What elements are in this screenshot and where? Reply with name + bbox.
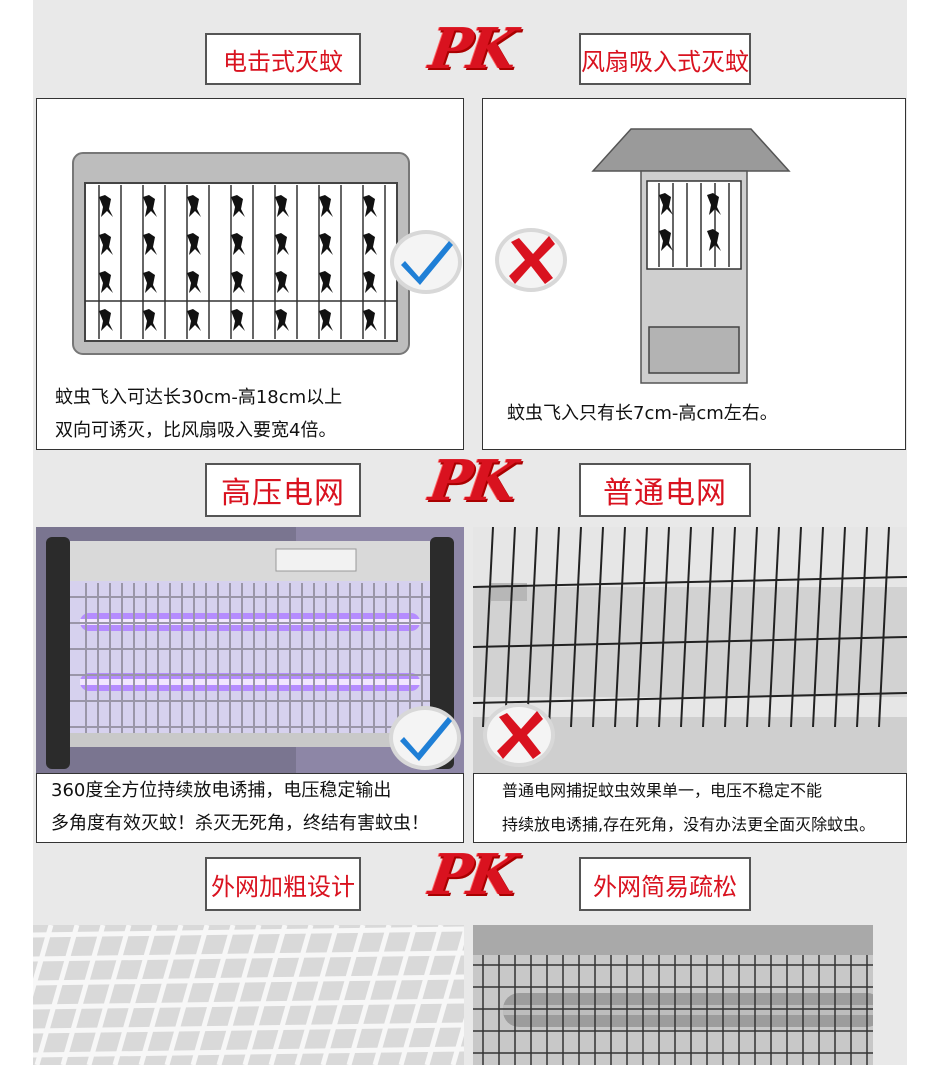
mosquito-icon xyxy=(363,195,377,217)
label-thick-outer-mesh: 外网加粗设计 xyxy=(205,857,361,911)
photo-loose-mesh xyxy=(473,925,907,1065)
caption-og-line2: 持续放电诱捕,存在死角，没有办法更全面灭除蚊虫。 xyxy=(502,815,876,834)
label-electric-type: 电击式灭蚊 xyxy=(205,33,361,85)
mosquito-icon xyxy=(187,233,201,255)
mosquito-icon xyxy=(143,233,157,255)
fan-trap-illustration xyxy=(591,128,791,384)
mosquito-icon xyxy=(231,233,245,255)
pk-badge: PK xyxy=(425,448,518,514)
mosquito-icon xyxy=(143,271,157,293)
mosquito-icon xyxy=(659,229,673,251)
label-fan-type: 风扇吸入式灭蚊 xyxy=(579,33,751,85)
electric-grid-illustration xyxy=(72,152,410,355)
comparison-page: 电击式灭蚊 PK 风扇吸入式灭蚊 蚊虫飞入可达长30cm-高18cm以上 双向可… xyxy=(33,0,907,1065)
mosquito-icon xyxy=(319,233,333,255)
mosquito-icon xyxy=(275,233,289,255)
caption-box-high-voltage: 360度全方位持续放电诱捕，电压稳定输出 多角度有效灭蚊！杀灭无死角，终结有害蚊… xyxy=(36,773,464,843)
caption-fan-line1: 蚊虫飞入只有长7cm-高cm左右。 xyxy=(507,403,778,424)
mosquito-icon xyxy=(231,195,245,217)
mosquito-icon xyxy=(707,229,721,251)
caption-hv-line1: 360度全方位持续放电诱捕，电压稳定输出 xyxy=(51,780,392,801)
photo-thick-mesh xyxy=(33,925,464,1065)
mosquito-icon xyxy=(275,195,289,217)
panel-electric-type: 蚊虫飞入可达长30cm-高18cm以上 双向可诱灭，比风扇吸入要宽4倍。 xyxy=(36,98,464,450)
caption-electric-line2: 双向可诱灭，比风扇吸入要宽4倍。 xyxy=(55,420,337,441)
pk-badge: PK xyxy=(425,842,518,908)
mosquito-icon xyxy=(275,309,289,331)
mosquito-icon xyxy=(231,271,245,293)
mosquito-icon xyxy=(275,271,289,293)
mosquito-icon xyxy=(99,309,113,331)
mosquito-icon xyxy=(319,309,333,331)
panel-fan-type: 蚊虫飞入只有长7cm-高cm左右。 xyxy=(482,98,906,450)
mosquito-icon xyxy=(363,271,377,293)
mosquito-icon xyxy=(99,195,113,217)
mosquito-icon xyxy=(319,271,333,293)
mosquito-icon xyxy=(143,309,157,331)
caption-box-ordinary-grid: 普通电网捕捉蚊虫效果单一，电压不稳定不能 持续放电诱捕,存在死角，没有办法更全面… xyxy=(473,773,907,843)
mosquito-icon xyxy=(363,233,377,255)
mosquito-icon xyxy=(319,195,333,217)
mosquito-icon xyxy=(99,271,113,293)
check-mark-icon xyxy=(389,706,461,770)
mosquito-icon xyxy=(707,193,721,215)
cross-mark-icon xyxy=(495,228,567,292)
label-ordinary-grid: 普通电网 xyxy=(579,463,751,517)
photo-high-voltage-lamp xyxy=(36,527,464,773)
label-loose-outer-mesh: 外网简易疏松 xyxy=(579,857,751,911)
mosquito-icon xyxy=(187,195,201,217)
mosquito-icon xyxy=(187,309,201,331)
mosquito-icon xyxy=(363,309,377,331)
pk-badge: PK xyxy=(425,16,518,82)
mosquito-icon xyxy=(659,193,673,215)
caption-hv-line2: 多角度有效灭蚊！杀灭无死角，终结有害蚊虫！ xyxy=(51,813,429,834)
mosquito-icon xyxy=(187,271,201,293)
mosquito-icon xyxy=(99,233,113,255)
caption-og-line1: 普通电网捕捉蚊虫效果单一，电压不稳定不能 xyxy=(502,781,823,800)
mosquito-icon xyxy=(143,195,157,217)
cross-mark-icon xyxy=(483,703,555,767)
label-high-voltage-grid: 高压电网 xyxy=(205,463,361,517)
check-mark-icon xyxy=(390,230,462,294)
caption-electric-line1: 蚊虫飞入可达长30cm-高18cm以上 xyxy=(55,387,343,408)
photo-ordinary-grid xyxy=(473,527,907,773)
mosquito-icon xyxy=(231,309,245,331)
